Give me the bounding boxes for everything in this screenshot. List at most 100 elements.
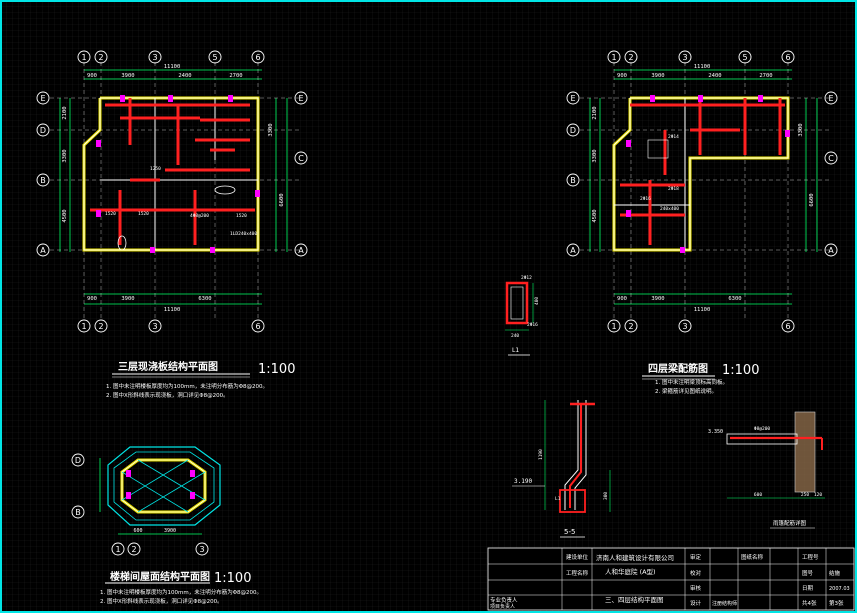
axes-4f-bottom-1-circle (624, 319, 638, 333)
axes-4f-top-0-circle (607, 50, 621, 64)
l1-width: 240 (511, 333, 519, 339)
axes-3f-top-2: 3 (152, 53, 157, 62)
fourth-floor-scale: 1:100 (722, 363, 759, 378)
dim-left-3: 4500 (62, 209, 68, 222)
axes-4f-left-3-circle (566, 243, 580, 257)
axes-4f-top-3: 5 (742, 53, 747, 62)
canopy-span: 600 (754, 492, 762, 498)
4f-dim-bot-1: 900 (617, 296, 627, 302)
fourth-floor-title: 四层梁配筋图 (648, 362, 708, 375)
tb-right-3-k: 共4张 (802, 599, 817, 607)
tb-label-3: 项目负责人 (490, 603, 515, 610)
stair-roof-plan[interactable]: 600 3900 (99, 446, 221, 535)
axes-3f-bottom-1-circle (94, 319, 108, 333)
svg-text:1520: 1520 (236, 213, 247, 219)
axes-3f-left-0-circle (36, 91, 50, 105)
third-floor-title-block: 三层现浇板结构平面图 1:100 1. 图中未注明楼板厚度均为100mm，未注明… (106, 360, 295, 399)
axes-st-left-0: D (75, 456, 81, 465)
canopy-level: 3.350 (708, 429, 723, 435)
dim-bot-3: 6300 (198, 296, 211, 302)
axes-st-bottom-2: 3 (199, 545, 204, 554)
axes-3f-right-2: A (298, 246, 304, 255)
fourth-floor-note-1: 1. 图中未注明梁顶标高同板。 (655, 378, 728, 386)
4f-dim-right-2: 6600 (809, 193, 815, 206)
axes-3f-left-3: A (40, 246, 46, 255)
svg-text:2Φ16: 2Φ16 (640, 196, 651, 202)
tb-row-2-k: 审核 (690, 584, 702, 592)
axes-3f-top-3-circle (208, 50, 222, 64)
axes-4f-right-0-circle (824, 91, 838, 105)
dim-bot-2: 3900 (121, 296, 134, 302)
axes-4f-bottom-0-circle (607, 319, 621, 333)
axes-4f-bottom-0: 1 (611, 322, 616, 331)
dim-total-bot: 11100 (164, 307, 181, 313)
dim-top-2: 3900 (121, 73, 134, 79)
axes-3f-left-1-circle (36, 123, 50, 137)
third-floor-note-2: 2. 图中X形斜线表示现浇板，洞口详见Φ8@200。 (106, 391, 229, 399)
axes-3f-left-2-circle (36, 173, 50, 187)
tb-label-2: 专业负责人 (490, 596, 518, 604)
stair-note-2: 2. 图中X形斜线表示现浇板，洞口详见Φ8@200。 (100, 597, 223, 605)
tb-right-3-v: 第3张 (829, 599, 844, 607)
tb-stamp: 注册结构师 (712, 600, 737, 607)
axes-4f-top-0: 1 (611, 53, 616, 62)
axes-st-bottom-1: 2 (131, 545, 136, 554)
axes-4f-right-1-circle (824, 151, 838, 165)
canopy-beam: 250 (801, 492, 809, 498)
4f-dim-left-2: 3300 (592, 149, 598, 162)
axes-3f-left-1: D (40, 126, 46, 135)
axes-4f-left-2: B (570, 176, 576, 185)
axes-3f-top-4: 6 (255, 53, 260, 62)
axes-4f-top-1-circle (624, 50, 638, 64)
stair-title: 楼梯间屋面结构平面图 (110, 570, 210, 583)
svg-text:1520: 1520 (138, 211, 149, 217)
svg-text:1LD240x400: 1LD240x400 (230, 231, 257, 237)
tb-label-0: 建设单位 (566, 553, 589, 561)
tb-row-0-k: 审定 (690, 553, 702, 561)
stair-scale: 1:100 (214, 571, 251, 586)
4f-dim-bot-2: 3900 (651, 296, 664, 302)
axes-3f-right-0: E (298, 94, 303, 103)
svg-text:2Φ18: 2Φ18 (668, 186, 679, 192)
canopy-detail[interactable]: 600 250 120 Φ8@200 3.350 雨篷配筋详图 (708, 411, 825, 529)
dim-left-2: 3300 (62, 149, 68, 162)
4f-dim-left-1: 2100 (592, 106, 598, 119)
axes-4f-right-2: A (828, 246, 834, 255)
dim-top-4: 2700 (229, 73, 242, 79)
axes-4f-top-1: 2 (628, 53, 633, 62)
axes-4f-bottom-2: 3 (682, 322, 687, 331)
axes-4f-bottom-1: 2 (628, 322, 633, 331)
4f-dim-top-4: 2700 (759, 73, 772, 79)
s55-level: 3.190 (514, 478, 532, 485)
tb-row-1-k: 校对 (690, 569, 702, 577)
dim-top-3: 2400 (178, 73, 191, 79)
axes-3f-top-1-circle (94, 50, 108, 64)
s55-height: 1190 (538, 449, 544, 460)
tb-drawing: 三、四层结构平面图 (605, 595, 664, 604)
axes-3f-bottom-2-circle (148, 319, 162, 333)
4f-dim-top-3: 2400 (708, 73, 721, 79)
tb-label-4: 图纸名称 (741, 553, 764, 561)
section-5-5-detail[interactable]: 1190 300 L1 3.190 5-5 (512, 400, 611, 538)
axes-4f-bottom-2-circle (678, 319, 692, 333)
dim-right-2: 6600 (279, 193, 285, 206)
axes-3f-left-2: B (40, 176, 46, 185)
canopy-label: 雨篷配筋详图 (773, 519, 807, 527)
stair-dim-1: 600 (133, 528, 142, 534)
section-l1-detail[interactable]: 2Φ12 2Φ16 400 240 L1 (505, 275, 540, 356)
l1-height: 400 (534, 297, 540, 305)
svg-text:4Φ8@200: 4Φ8@200 (190, 213, 209, 219)
tb-label-1: 工程名称 (566, 569, 589, 577)
third-floor-title: 三层现浇板结构平面图 (118, 360, 218, 373)
4f-dim-left-3: 4500 (592, 209, 598, 222)
axes-3f-left-3-circle (36, 243, 50, 257)
4f-dim-top-1: 900 (617, 73, 627, 79)
axes-3f-right-1: C (298, 154, 304, 163)
axes-4f-top-4: 6 (785, 53, 790, 62)
title-block[interactable]: 建设单位 工程名称 专业负责人 项目负责人 图纸名称 济南人和建筑设计有限公司 … (487, 547, 855, 611)
axes-3f-bottom-1: 2 (98, 322, 103, 331)
